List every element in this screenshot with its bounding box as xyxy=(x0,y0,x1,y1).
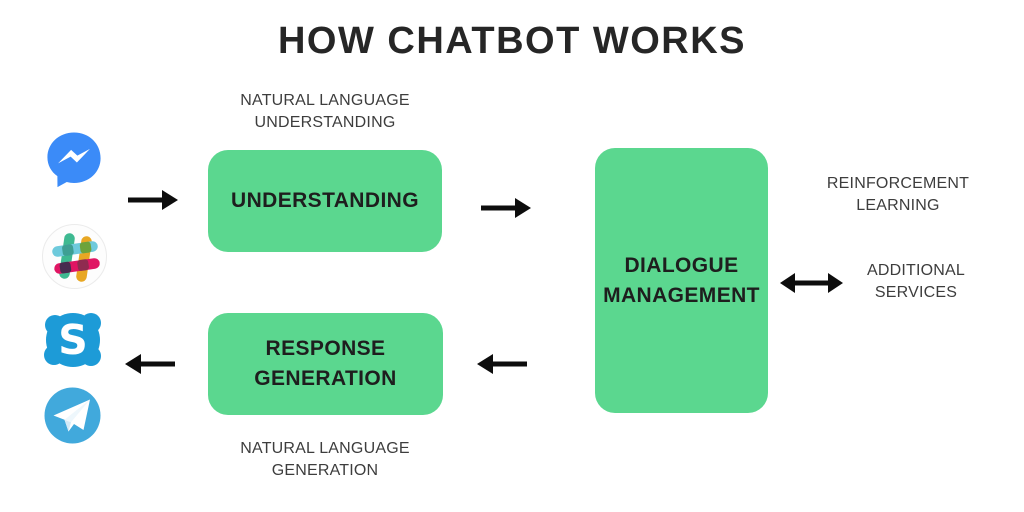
label-reinforcement-learning: REINFORCEMENT LEARNING xyxy=(826,175,970,214)
arrow-left-icon xyxy=(125,352,175,376)
skype-icon: S xyxy=(40,306,106,374)
label-natural-language-generation: NATURAL LANGUAGE GENERATION xyxy=(240,440,410,479)
messenger-icon xyxy=(45,129,103,193)
dialogue-management-box: DIALOGUE MANAGEMENT xyxy=(595,148,768,413)
arrow-left-icon xyxy=(477,352,527,376)
label-additional-services: ADDITIONAL SERVICES xyxy=(866,262,965,301)
arrow-right-icon xyxy=(481,196,531,220)
page-title: HOW CHATBOT WORKS xyxy=(277,20,747,62)
arrow-right-icon xyxy=(128,188,178,212)
response-generation-box: RESPONSE GENERATION xyxy=(208,313,443,415)
label-natural-language-understanding: NATURAL LANGUAGE UNDERSTANDING xyxy=(240,92,410,131)
slack-icon xyxy=(41,223,108,290)
telegram-icon xyxy=(44,387,101,444)
understanding-box: UNDERSTANDING xyxy=(208,150,442,252)
svg-text:S: S xyxy=(58,316,88,364)
arrow-double-icon xyxy=(780,271,843,295)
